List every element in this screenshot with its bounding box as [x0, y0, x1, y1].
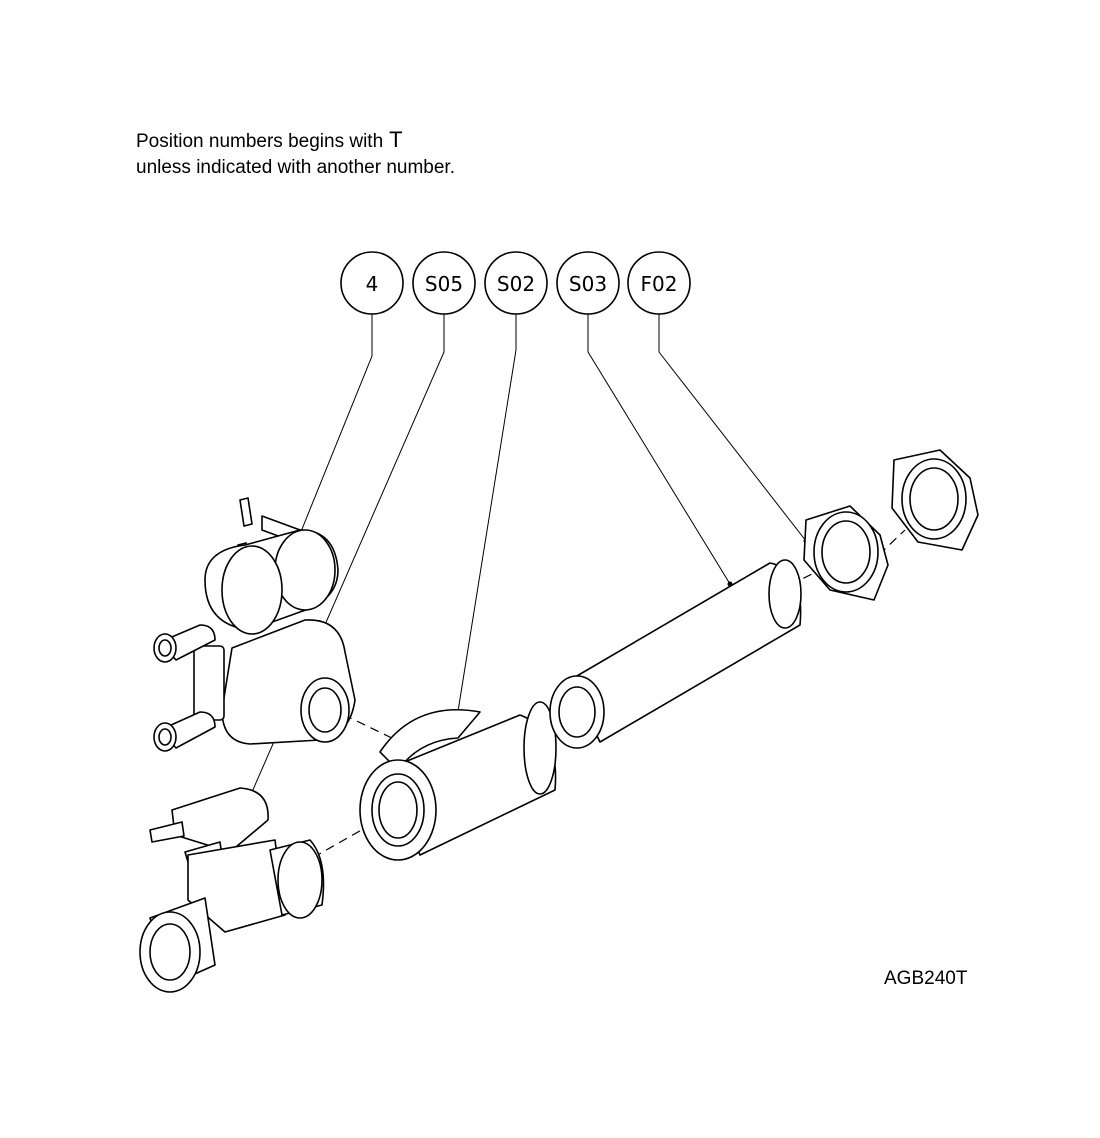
- callout-bubble-f02: F02: [627, 251, 691, 315]
- drawing-code: AGB240T: [884, 968, 968, 989]
- part-double-valve: [153, 497, 356, 752]
- part-tee-fitting: [359, 701, 557, 861]
- callout-bubble-s05: S05: [412, 251, 476, 315]
- part-nut-front: [803, 505, 889, 601]
- callout-label-f02: F02: [641, 272, 678, 296]
- callout-bubble-s02: S02: [484, 251, 548, 315]
- callout-bubble-4: 4: [340, 251, 404, 315]
- callout-label-s03: S03: [569, 272, 607, 296]
- note-line-2: unless indicated with another number.: [136, 157, 455, 178]
- callout-label-s05: S05: [425, 272, 463, 296]
- part-nut-rear: [891, 449, 979, 551]
- part-single-valve: [139, 787, 325, 993]
- callout-bubble-s03: S03: [556, 251, 620, 315]
- note-prefix: T: [389, 127, 403, 152]
- callout-label-4: 4: [366, 272, 379, 296]
- callout-label-s02: S02: [497, 272, 535, 296]
- part-pipe: [549, 559, 802, 749]
